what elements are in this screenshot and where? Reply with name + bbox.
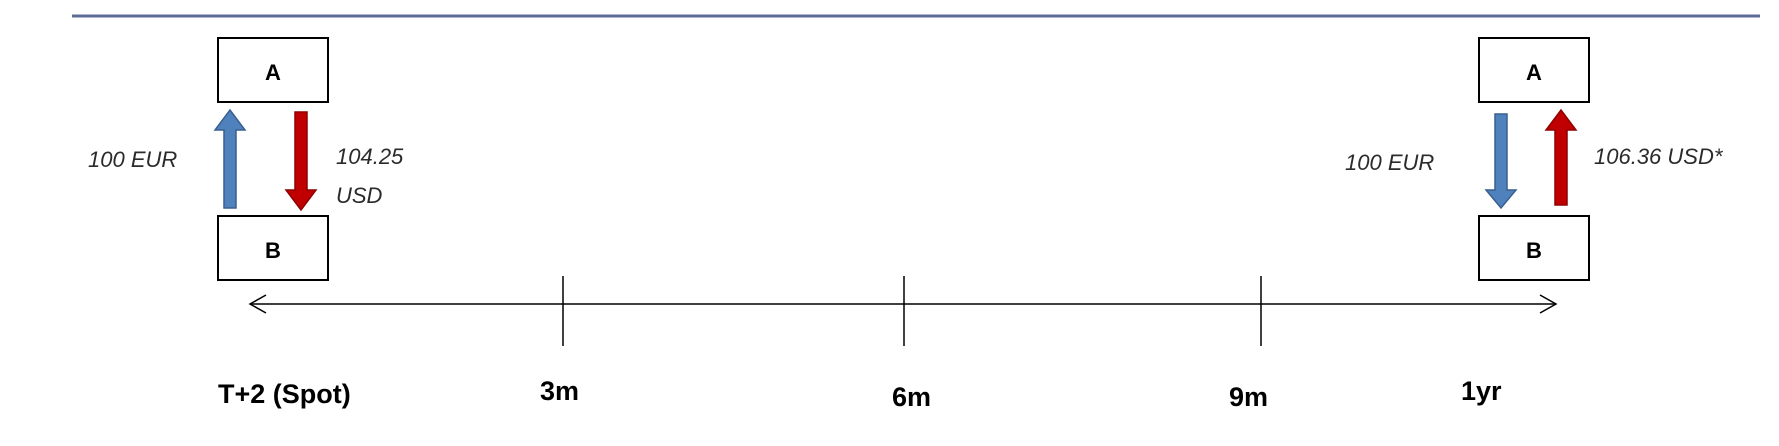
spot-usd-arrow — [284, 111, 318, 212]
spot-party-a-box — [217, 37, 329, 103]
maturity-leg: A B 100 EUR 106.36 USD* — [1345, 37, 1724, 281]
timeline: T+2 (Spot) 3m 6m 9m 1yr — [218, 276, 1558, 412]
maturity-eur-amount: 100 EUR — [1345, 150, 1434, 175]
spot-leg: A B 100 EUR 104.25 USD — [88, 37, 404, 281]
spot-usd-amount-line2: USD — [336, 183, 383, 208]
maturity-eur-arrow — [1484, 113, 1518, 210]
timeline-left-arrowhead — [248, 294, 267, 314]
timeline-label-9m: 9m — [1229, 382, 1268, 412]
maturity-party-a-label: A — [1526, 60, 1542, 85]
spot-usd-amount-line1: 104.25 — [336, 144, 404, 169]
spot-eur-amount: 100 EUR — [88, 147, 177, 172]
timeline-label-spot: T+2 (Spot) — [218, 379, 351, 409]
timeline-right-arrowhead — [1539, 294, 1558, 314]
timeline-label-3m: 3m — [540, 376, 579, 406]
timeline-label-6m: 6m — [892, 382, 931, 412]
maturity-party-b-label: B — [1526, 238, 1542, 263]
maturity-party-a-box — [1478, 37, 1590, 103]
spot-eur-arrow — [213, 108, 247, 209]
timeline-label-1yr: 1yr — [1461, 376, 1502, 406]
maturity-usd-amount: 106.36 USD* — [1594, 144, 1724, 169]
maturity-party-b-box — [1478, 215, 1590, 281]
spot-party-a-label: A — [265, 60, 281, 85]
spot-party-b-box — [217, 215, 329, 281]
spot-party-b-label: B — [265, 238, 281, 263]
maturity-usd-arrow — [1544, 108, 1578, 206]
